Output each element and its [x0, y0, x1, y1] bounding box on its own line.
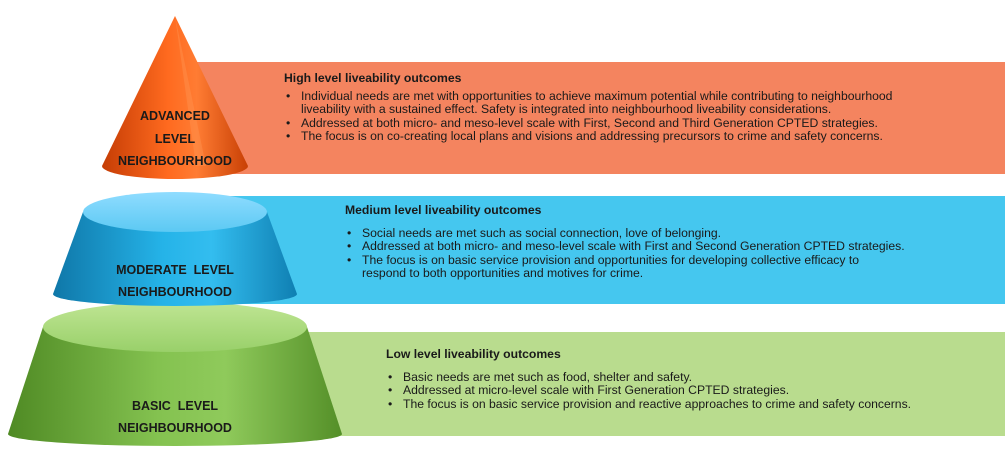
high-level-bullet-1-continuation: liveability with a sustained effect. Saf…: [301, 102, 832, 117]
medium-level-bullet-2: Addressed at both micro- and meso-level …: [345, 240, 905, 254]
basic-cone-side: [8, 327, 342, 446]
basic-cone-top: [43, 302, 307, 352]
medium-level-bullet-list: Social needs are met such as social conn…: [345, 226, 905, 281]
high-level-bullet-3: The focus is on co-creating local plans …: [284, 130, 892, 144]
medium-level-bullet-3-continuation: respond to both opportunities and motive…: [362, 266, 644, 281]
basic-label-line-1: BASIC LEVEL: [131, 399, 219, 413]
moderate-cone-side: [53, 212, 297, 306]
low-level-band: Low level liveability outcomes Basic nee…: [240, 332, 1005, 436]
pyramid-diagram: [8, 16, 342, 446]
low-level-bullet-list: Basic needs are met such as food, shelte…: [386, 370, 911, 412]
advanced-cone-body: [102, 16, 248, 179]
advanced-label-line-1: ADVANCED: [140, 109, 210, 123]
basic-level-cone: [8, 302, 342, 446]
advanced-label-line-2: LEVEL: [154, 131, 196, 146]
medium-level-bullet-1: Social needs are met such as social conn…: [345, 226, 905, 241]
high-level-bullet-1-text: Individual needs are met with opportunit…: [301, 88, 893, 103]
high-level-bullet-1: Individual needs are met with opportunit…: [284, 88, 893, 117]
high-level-band: High level liveability outcomes Individu…: [180, 62, 1005, 174]
medium-level-title: Medium level liveability outcomes: [345, 203, 542, 217]
low-level-title: Low level liveability outcomes: [386, 347, 561, 361]
medium-level-bullet-3-text: The focus is on basic service provision …: [362, 252, 860, 267]
moderate-label-line-1: MODERATE LEVEL: [116, 263, 234, 277]
high-level-title: High level liveability outcomes: [284, 71, 462, 85]
advanced-cone-highlight: [175, 16, 206, 166]
low-level-bullet-2: Addressed at micro-level scale with Firs…: [386, 384, 911, 398]
moderate-cone-top: [83, 192, 267, 232]
advanced-label-line-3: NEIGHBOURHOOD: [118, 154, 232, 168]
low-level-bullet-3: The focus is on basic service provision …: [386, 397, 911, 412]
advanced-level-cone: [102, 16, 248, 179]
high-level-text-block: High level liveability outcomes Individu…: [284, 71, 893, 144]
medium-level-band: Medium level liveability outcomes Social…: [200, 196, 1005, 304]
medium-level-bullet-3: The focus is on basic service provision …: [345, 252, 905, 281]
basic-label-line-2: NEIGHBOURHOOD: [118, 421, 232, 435]
moderate-label-line-2: NEIGHBOURHOOD: [118, 285, 232, 299]
moderate-level-cone: [53, 192, 297, 306]
basic-level-label: BASIC LEVEL NEIGHBOURHOOD: [95, 395, 255, 439]
moderate-level-label: MODERATE LEVEL NEIGHBOURHOOD: [95, 259, 255, 303]
low-level-text-block: Low level liveability outcomes Basic nee…: [386, 347, 911, 412]
medium-level-text-block: Medium level liveability outcomes Social…: [345, 203, 905, 281]
high-level-bullet-2: Addressed at both micro- and meso-level …: [284, 116, 892, 131]
advanced-level-label: ADVANCED LEVEL NEIGHBOURHOOD: [100, 105, 250, 173]
low-level-bullet-1: Basic needs are met such as food, shelte…: [386, 370, 911, 385]
high-level-bullet-list: Individual needs are met with opportunit…: [284, 88, 893, 144]
